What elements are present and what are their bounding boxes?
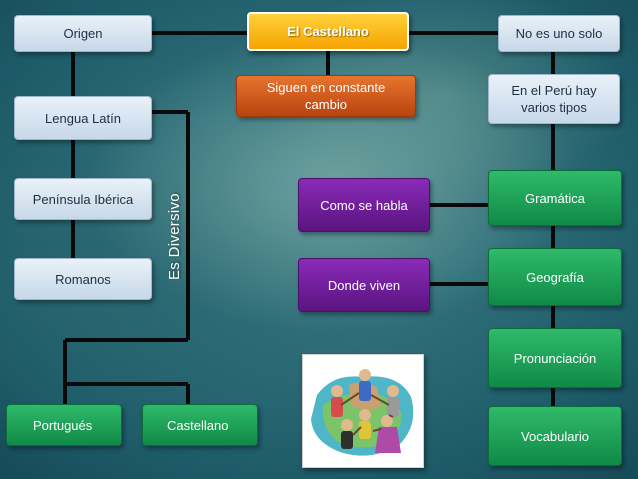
es-diverso-label: Es Diversivo — [166, 193, 183, 280]
como-se-habla-node: Como se habla — [298, 178, 430, 232]
portugues-label: Portugués — [33, 418, 93, 433]
en-el-peru-label: En el Perú hay varios tipos — [511, 83, 597, 115]
donde-viven-label: Donde viven — [327, 277, 401, 293]
vocabulario-label: Vocabulario — [521, 428, 589, 444]
children-dancing-in-circle-illustration — [303, 355, 423, 467]
origen-label: Origen — [63, 26, 103, 41]
donde-viven-node: Donde viven — [298, 258, 430, 312]
origen-node: Origen — [14, 15, 152, 52]
pronunciacion-node: Pronunciación — [488, 328, 622, 388]
geografia-node: Geografía — [488, 248, 622, 306]
lengua-latin-label: Lengua Latín — [45, 110, 121, 126]
castellano-label: Castellano — [167, 418, 229, 433]
castellano-node: Castellano — [142, 404, 258, 446]
en-el-peru-node: En el Perú hay varios tipos — [488, 74, 620, 124]
el-castellano-label: El Castellano — [287, 24, 369, 39]
gramatica-node: Gramática — [488, 170, 622, 226]
peninsula-iberica-label: Península Ibérica — [32, 191, 134, 207]
siguen-cambio-node: Siguen en constante cambio — [236, 75, 416, 117]
portugues-node: Portugués — [6, 404, 122, 446]
lengua-latin-node: Lengua Latín — [14, 96, 152, 140]
romanos-label: Romanos — [55, 271, 111, 287]
romanos-node: Romanos — [14, 258, 152, 300]
gramatica-label: Gramática — [525, 190, 585, 206]
pronunciacion-label: Pronunciación — [513, 350, 597, 366]
vocabulario-node: Vocabulario — [488, 406, 622, 466]
como-se-habla-label: Como se habla — [320, 197, 408, 213]
no-es-uno-solo-node: No es uno solo — [498, 15, 620, 52]
children-dancing-illustration — [302, 354, 424, 468]
geografia-label: Geografía — [526, 269, 584, 285]
peninsula-iberica-node: Península Ibérica — [14, 178, 152, 220]
siguen-cambio-label: Siguen en constante cambio — [266, 80, 386, 112]
el-castellano-node: El Castellano — [247, 12, 409, 51]
no-es-uno-solo-label: No es uno solo — [515, 26, 603, 41]
